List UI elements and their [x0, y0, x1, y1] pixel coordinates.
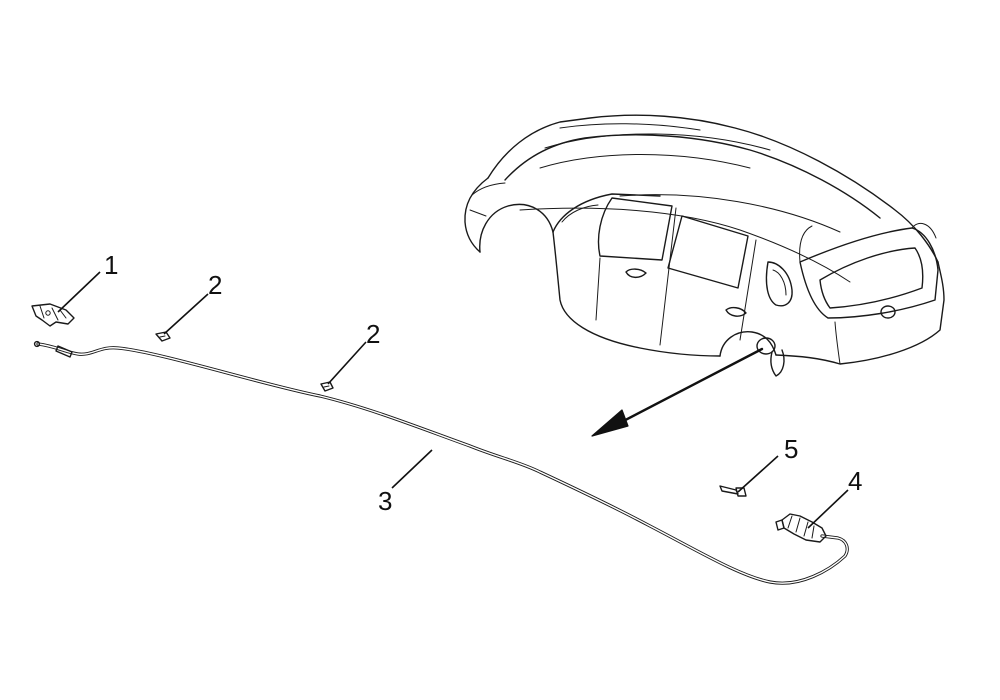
- leader-line-1: [57, 271, 101, 313]
- leader-lines: [57, 271, 849, 529]
- callout-2-upper: 2: [208, 270, 222, 300]
- callout-2-lower: 2: [366, 319, 380, 349]
- cable-clip-upper: [155, 331, 171, 342]
- callout-3: 3: [378, 486, 392, 516]
- leader-line-2a: [163, 293, 209, 335]
- release-handle-part: [31, 303, 75, 327]
- leader-line-4: [807, 489, 849, 529]
- callout-1: 1: [104, 250, 118, 280]
- cable-clip-lower: [320, 381, 334, 392]
- callout-5: 5: [784, 434, 798, 464]
- vehicle-illustration: [464, 114, 945, 377]
- leader-line-2b: [327, 341, 367, 385]
- fuel-door-actuator: [775, 513, 827, 543]
- leader-line-3: [391, 449, 433, 489]
- callout-4: 4: [848, 466, 862, 496]
- direction-arrow: [591, 347, 764, 437]
- callout-labels: 1 2 2 3 4 5: [104, 250, 862, 516]
- leader-line-5: [737, 455, 779, 493]
- release-cable: [33, 340, 849, 585]
